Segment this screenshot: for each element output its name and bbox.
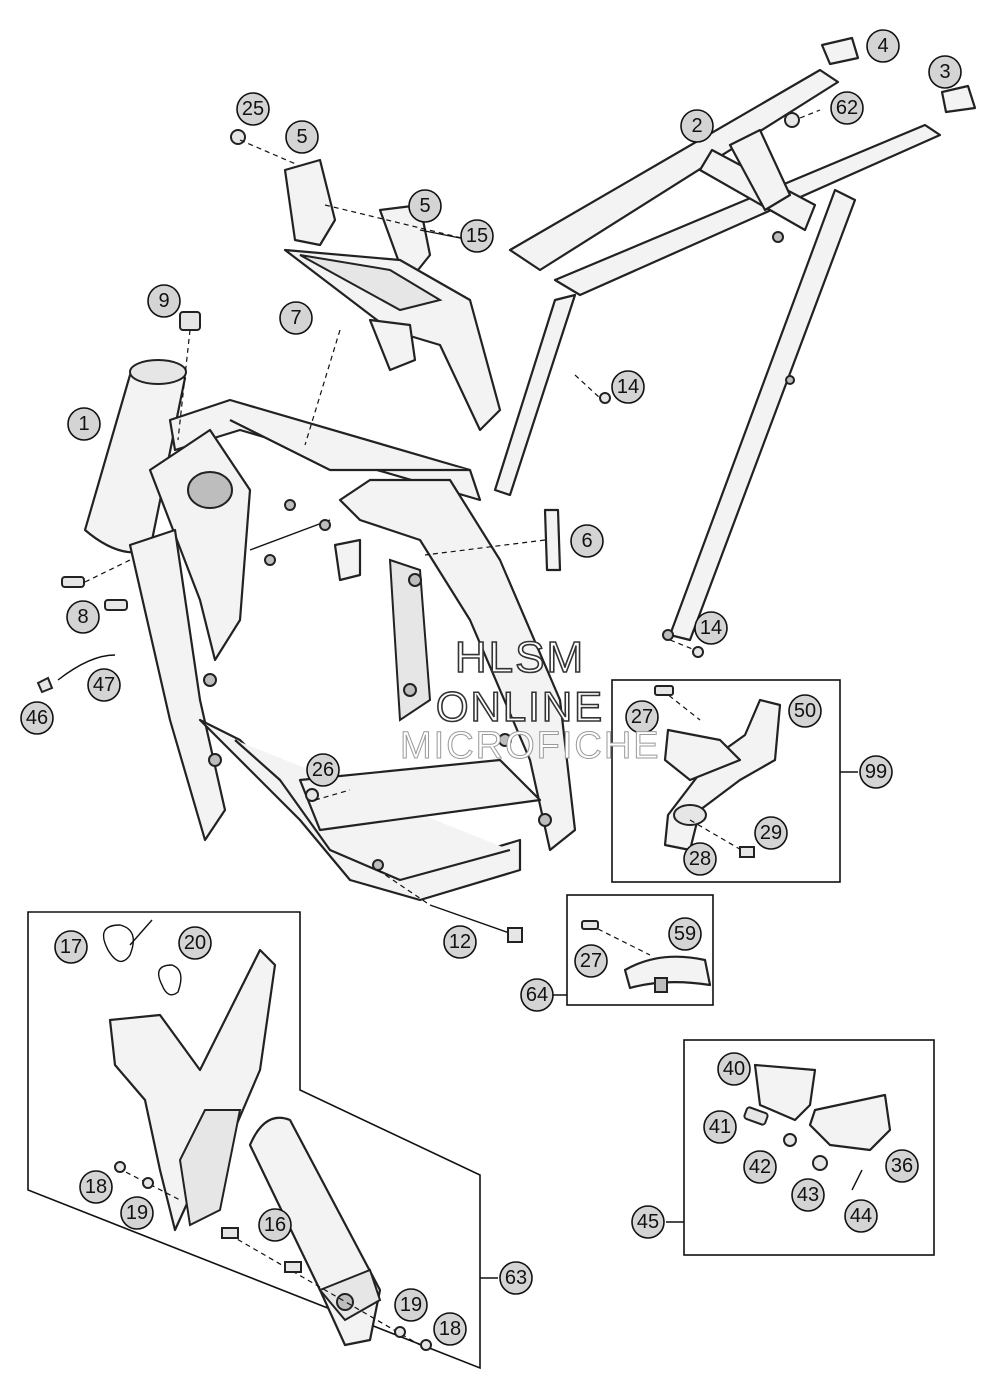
callout-3: 3 <box>928 55 962 89</box>
svg-text:7: 7 <box>290 307 301 329</box>
svg-text:62: 62 <box>836 97 858 119</box>
svg-text:8: 8 <box>77 606 88 628</box>
svg-text:5: 5 <box>419 195 430 217</box>
svg-text:47: 47 <box>93 674 115 696</box>
svg-text:25: 25 <box>242 98 264 120</box>
callout-42: 42 <box>743 1150 777 1184</box>
main-frame <box>83 359 577 902</box>
callout-27a: 27 <box>625 700 659 734</box>
svg-text:26: 26 <box>312 759 334 781</box>
callout-4: 4 <box>866 29 900 63</box>
callout-50: 50 <box>788 694 822 728</box>
svg-text:36: 36 <box>891 1155 913 1177</box>
svg-text:18: 18 <box>439 1318 461 1340</box>
svg-text:19: 19 <box>400 1294 422 1316</box>
callout-44: 44 <box>844 1199 878 1233</box>
svg-text:9: 9 <box>158 290 169 312</box>
svg-text:15: 15 <box>466 225 488 247</box>
leader-lines <box>84 109 821 906</box>
svg-text:50: 50 <box>794 700 816 722</box>
callout-45: 45 <box>631 1205 665 1239</box>
watermark-line3: MICROFICHE <box>400 725 661 768</box>
callout-25: 25 <box>236 92 270 126</box>
svg-text:44: 44 <box>850 1205 872 1227</box>
svg-text:18: 18 <box>85 1176 107 1198</box>
box-footrests <box>666 1039 935 1256</box>
box-frame-protection <box>27 911 498 1370</box>
callout-6: 6 <box>570 524 604 558</box>
svg-text:3: 3 <box>939 61 950 83</box>
callout-16: 16 <box>258 1208 292 1242</box>
svg-text:46: 46 <box>26 707 48 729</box>
svg-text:27: 27 <box>580 950 602 972</box>
callout-5b: 5 <box>408 189 442 223</box>
callout-47: 47 <box>87 668 121 702</box>
svg-text:17: 17 <box>60 936 82 958</box>
callout-41: 41 <box>703 1110 737 1144</box>
box-chain-guide <box>611 679 858 883</box>
svg-text:59: 59 <box>674 923 696 945</box>
svg-text:14: 14 <box>700 617 722 639</box>
callout-15: 15 <box>460 219 494 253</box>
svg-text:1: 1 <box>78 413 89 435</box>
callout-14a: 14 <box>611 370 645 404</box>
svg-text:40: 40 <box>723 1058 745 1080</box>
box-chain-slider <box>550 894 714 1006</box>
callout-17: 17 <box>54 930 88 964</box>
callout-36: 36 <box>885 1149 919 1183</box>
callout-64: 64 <box>520 978 554 1012</box>
callout-29: 29 <box>754 816 788 850</box>
svg-text:2: 2 <box>691 115 702 137</box>
svg-text:20: 20 <box>184 932 206 954</box>
svg-text:5: 5 <box>296 126 307 148</box>
svg-text:43: 43 <box>797 1184 819 1206</box>
watermark-line2: ONLINE <box>435 682 605 731</box>
watermark-line1: HLSM <box>454 632 586 683</box>
svg-text:42: 42 <box>749 1156 771 1178</box>
callout-63: 63 <box>499 1261 533 1295</box>
callouts: 1 2 3 4 5 5 6 7 8 9 12 14 14 15 16 17 18… <box>20 29 962 1346</box>
callout-19b: 19 <box>394 1288 428 1322</box>
subframe <box>493 68 942 642</box>
callout-62: 62 <box>830 91 864 125</box>
svg-text:63: 63 <box>505 1267 527 1289</box>
callout-14b: 14 <box>694 611 728 645</box>
callout-46: 46 <box>20 701 54 735</box>
svg-text:16: 16 <box>264 1214 286 1236</box>
callout-59: 59 <box>668 917 702 951</box>
callout-43: 43 <box>791 1178 825 1212</box>
top-brackets <box>36 36 977 943</box>
callout-19a: 19 <box>120 1196 154 1230</box>
callout-40: 40 <box>717 1052 751 1086</box>
svg-text:41: 41 <box>709 1116 731 1138</box>
callout-28: 28 <box>683 842 717 876</box>
callout-5a: 5 <box>285 120 319 154</box>
svg-text:14: 14 <box>617 376 639 398</box>
svg-text:6: 6 <box>581 530 592 552</box>
callout-1: 1 <box>67 407 101 441</box>
callout-2: 2 <box>680 109 714 143</box>
callout-8: 8 <box>66 600 100 634</box>
svg-text:99: 99 <box>865 761 887 783</box>
svg-text:64: 64 <box>526 984 548 1006</box>
svg-text:28: 28 <box>689 848 711 870</box>
svg-text:45: 45 <box>637 1211 659 1233</box>
callout-9: 9 <box>147 284 181 318</box>
callout-18a: 18 <box>79 1170 113 1204</box>
svg-text:29: 29 <box>760 822 782 844</box>
callout-27b: 27 <box>574 944 608 978</box>
svg-text:27: 27 <box>631 706 653 728</box>
callout-99: 99 <box>859 755 893 789</box>
callout-12: 12 <box>443 925 477 959</box>
svg-text:4: 4 <box>877 35 888 57</box>
svg-text:12: 12 <box>449 931 471 953</box>
callout-20: 20 <box>178 926 212 960</box>
callout-26: 26 <box>306 753 340 787</box>
callout-18b: 18 <box>433 1312 467 1346</box>
svg-text:19: 19 <box>126 1202 148 1224</box>
callout-7: 7 <box>279 301 313 335</box>
